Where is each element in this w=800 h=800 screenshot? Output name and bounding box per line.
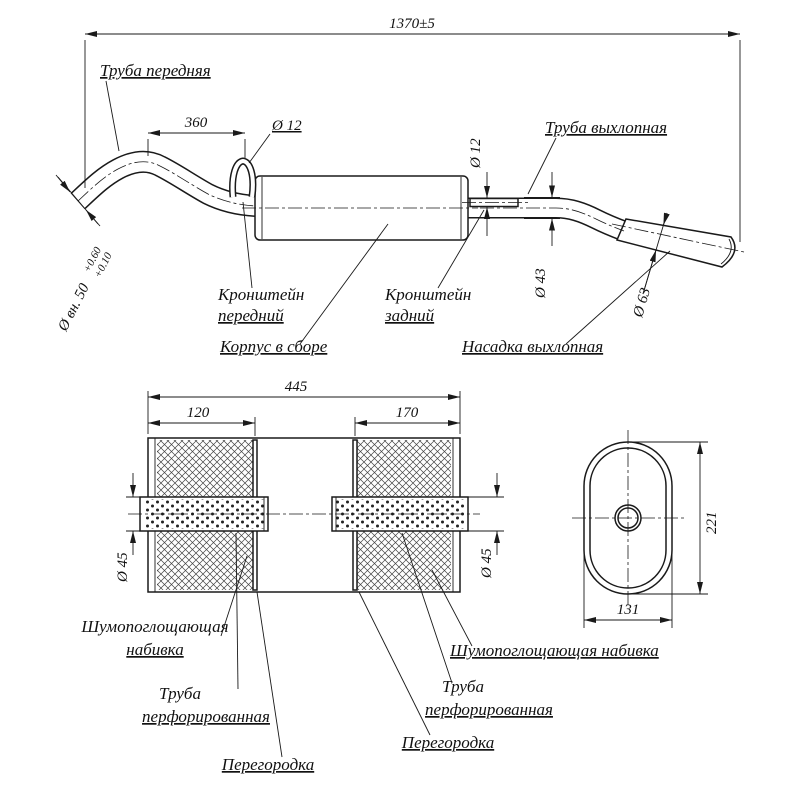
svg-text:Кронштейн: Кронштейн — [217, 285, 304, 304]
svg-text:Труба: Труба — [442, 677, 484, 696]
front-bracket — [229, 157, 257, 198]
label-exhaust-pipe: Труба выхлопная — [527, 118, 667, 195]
dim-131: 131 — [583, 550, 673, 628]
label-front-bracket: Кронштейн передний — [217, 201, 304, 325]
svg-text:Труба передняя: Труба передняя — [100, 61, 211, 80]
exhaust-tip — [615, 218, 736, 268]
svg-text:Кронштейн: Кронштейн — [384, 285, 471, 304]
svg-text:передний: передний — [218, 306, 284, 325]
rear-bracket-rod — [462, 197, 530, 208]
svg-text:Перегородка: Перегородка — [401, 733, 494, 752]
dim-221: 221 — [632, 441, 720, 595]
dim-perf-dia-left: Ø 45 — [115, 473, 146, 583]
dim-131-text: 131 — [617, 602, 640, 618]
label-perf-pipe-right: Труба перфорированная — [401, 532, 553, 719]
dim-221-text: 221 — [704, 512, 720, 535]
dim-perf-dia-right: Ø 45 — [466, 473, 504, 579]
dim-rod-dia-text: Ø 12 — [468, 138, 484, 169]
label-exhaust-tip: Насадка выхлопная — [461, 250, 671, 356]
dim-perf-dia-left-text: Ø 45 — [115, 552, 131, 583]
dim-170-text: 170 — [396, 405, 419, 421]
dim-rod-dia: Ø 12 — [468, 138, 490, 236]
front-pipe-centerline — [77, 161, 257, 207]
svg-text:Шумопоглощающая: Шумопоглощающая — [80, 617, 228, 636]
svg-text:перфорированная: перфорированная — [142, 707, 270, 726]
svg-text:Труба выхлопная: Труба выхлопная — [545, 118, 667, 137]
label-padding-right: Шумопоглощающая набивка — [431, 569, 659, 660]
svg-text:Труба: Труба — [159, 684, 201, 703]
svg-text:набивка: набивка — [126, 640, 183, 659]
dim-120-text: 120 — [187, 405, 210, 421]
dim-445: 445 — [147, 379, 461, 434]
label-rear-bracket: Кронштейн задний — [384, 209, 485, 325]
svg-text:задний: задний — [384, 306, 435, 325]
end-view: 221 131 — [572, 430, 720, 628]
label-perf-pipe-left: Труба перфорированная — [142, 532, 270, 726]
dim-inlet-dia-text: Ø вн. 50 — [55, 281, 93, 335]
dim-perf-dia-right-text: Ø 45 — [479, 548, 495, 579]
svg-text:Перегородка: Перегородка — [221, 755, 314, 774]
dim-overall-length: 1370±5 — [84, 16, 741, 242]
dim-170: 170 — [354, 405, 460, 436]
dim-pipe-dia-text: Ø 43 — [533, 268, 549, 299]
exhaust-pipe-centerline — [480, 207, 625, 232]
muffler-section-view: 445 120 170 Ø 45 Ø 45 — [80, 379, 658, 774]
label-padding-left: Шумопоглощающая набивка — [80, 555, 248, 659]
label-baffle-right: Перегородка — [358, 591, 494, 752]
dim-120: 120 — [148, 405, 256, 436]
dim-tip-dia-text: Ø 63 — [630, 286, 654, 320]
dim-360-text: 360 — [184, 115, 208, 131]
assembly-side-view: 1370±5 360 Ø 12 Ø 12 Ø 43 — [55, 16, 745, 356]
dim-bracket-hole: Ø 12 — [248, 118, 302, 164]
dim-360: 360 — [147, 115, 246, 158]
label-front-pipe: Труба передняя — [100, 61, 211, 152]
exhaust-pipe — [466, 197, 628, 241]
padding-right-block — [357, 440, 451, 590]
svg-text:Шумопоглощающая набивка: Шумопоглощающая набивка — [449, 641, 659, 660]
svg-text:Корпус в сборе: Корпус в сборе — [219, 337, 328, 356]
dim-overall-text: 1370±5 — [389, 16, 435, 32]
dim-bracket-hole-text: Ø 12 — [271, 118, 302, 134]
label-body-assembly: Корпус в сборе — [219, 223, 389, 356]
dim-445-text: 445 — [285, 379, 308, 395]
dim-pipe-dia: Ø 43 — [524, 172, 560, 299]
svg-text:перфорированная: перфорированная — [425, 700, 553, 719]
label-baffle-left: Перегородка — [221, 591, 314, 774]
svg-text:Насадка выхлопная: Насадка выхлопная — [461, 337, 603, 356]
